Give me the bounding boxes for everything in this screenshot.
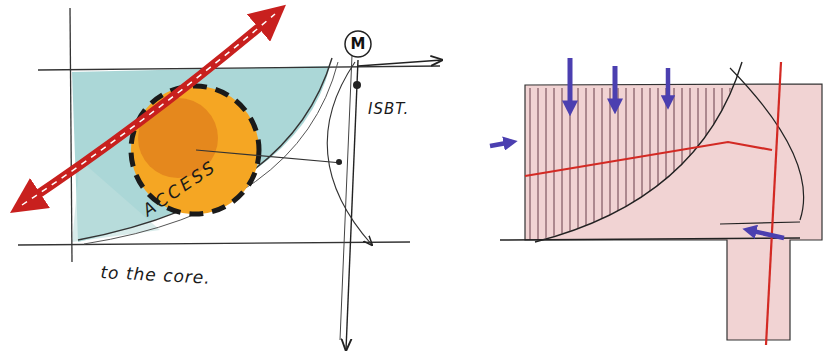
red-axis bbox=[766, 62, 781, 345]
marker-letter: M bbox=[351, 35, 366, 53]
circled-marker: M bbox=[345, 31, 371, 57]
teal-wash bbox=[72, 66, 330, 242]
axis-arrow bbox=[346, 60, 358, 350]
hatching bbox=[530, 88, 730, 240]
ground-line bbox=[500, 238, 800, 240]
axis-arrow bbox=[358, 60, 442, 66]
movement-arrow-dash bbox=[22, 14, 275, 205]
red-axis bbox=[525, 142, 772, 176]
grid-line bbox=[18, 242, 410, 245]
sketch-note: ISBT. bbox=[368, 100, 409, 118]
access-curve bbox=[78, 58, 332, 240]
axis-line bbox=[340, 55, 352, 340]
grid-line bbox=[70, 8, 72, 262]
marker-outline bbox=[345, 31, 371, 57]
access-curve bbox=[84, 62, 338, 244]
grid-line bbox=[38, 66, 440, 70]
force-arrow bbox=[613, 66, 618, 108]
force-arrow bbox=[666, 68, 671, 104]
swing-arc bbox=[327, 62, 372, 245]
force-arrow bbox=[748, 230, 784, 238]
leader-line bbox=[196, 150, 342, 163]
point-marker bbox=[353, 81, 361, 89]
ground-line bbox=[720, 222, 800, 224]
point-marker bbox=[336, 159, 342, 165]
boundary-curve bbox=[535, 62, 742, 242]
sketch-note: to the core. bbox=[100, 262, 211, 288]
force-arrow bbox=[490, 142, 512, 146]
movement-arrow bbox=[22, 14, 275, 205]
force-arrow bbox=[568, 58, 573, 110]
